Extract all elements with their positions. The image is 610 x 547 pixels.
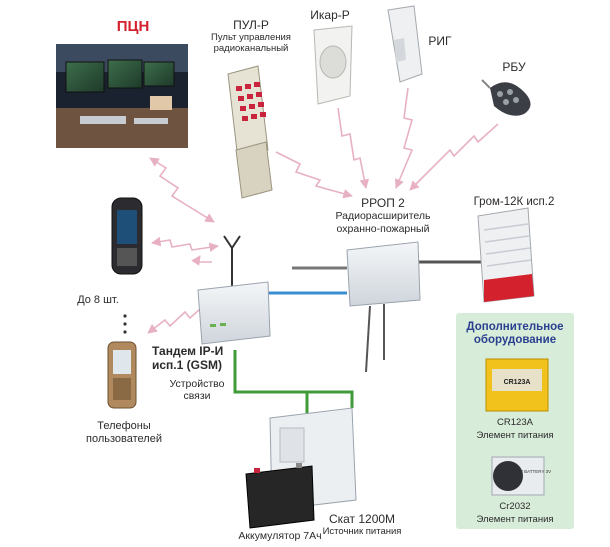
rbu-label: РБУ (502, 60, 526, 74)
battery-label: Аккумулятор 7Ач (238, 530, 322, 542)
battery-image (245, 463, 315, 529)
radio-pcn-antenna (149, 157, 215, 223)
antenna-icon (223, 235, 241, 286)
tandem-device-image (197, 281, 271, 345)
mobile-phone-2-image (107, 341, 137, 409)
radio-ikar-rrop (337, 107, 370, 189)
pul-r-keypad-image (227, 65, 273, 199)
rrop2-desc: Радиорасширитель охранно-пожарный (335, 210, 431, 235)
rrop2-label-block: РРОП 2 Радиорасширитель охранно-пожарный (318, 196, 448, 235)
radio-pul-rrop (275, 151, 353, 199)
cr2032-battery-image: LITHIUM BATTERY 3V (491, 456, 551, 496)
mobile-phone-image (111, 197, 143, 275)
pcn-label: ПЦН (116, 18, 150, 35)
cr123a-battery-image: CR123A (485, 358, 549, 412)
rrop2-title: РРОП 2 (361, 196, 405, 210)
cr2032-desc: Элемент питания (476, 514, 554, 525)
skat-desc: Источник питания (322, 526, 402, 538)
radio-rbu-rrop (409, 123, 499, 191)
extra-equipment-panel: Дополнительное оборудование CR123A LITHI… (456, 313, 574, 529)
skat-label-block: Скат 1200М Источник питания (312, 512, 412, 537)
rbu-keyfob-image (481, 79, 531, 116)
rrop2-device-image (346, 241, 421, 373)
phones-count-label: До 8 шт. (77, 294, 119, 306)
cr123a-print: CR123A (504, 379, 531, 386)
pul-r-label-block: ПУЛ-Р Пульт управления радиоканальный (196, 18, 306, 55)
skat-title: Скат 1200М (328, 512, 396, 526)
wire-power-green (233, 350, 354, 408)
dots (123, 314, 127, 334)
cr123a-name: CR123A (497, 417, 533, 428)
radio-links (147, 87, 499, 334)
extra-equipment-title: Дополнительное оборудование (466, 321, 564, 347)
grom-label: Гром-12К исп.2 (473, 196, 555, 208)
cr123a-desc: Элемент питания (476, 430, 554, 441)
rig-sensor-image (387, 5, 423, 83)
ikar-r-detector-image (313, 25, 353, 105)
pcn-workstation-image (56, 44, 188, 148)
pul-r-desc: Пульт управления радиоканальный (211, 32, 291, 55)
grom-siren-image (477, 207, 535, 303)
tandem-title: Тандем IP-И исп.1 (GSM) (152, 344, 224, 373)
pul-r-title: ПУЛ-Р (233, 18, 269, 32)
extra-equipment-art: CR123A LITHIUM BATTERY 3V (485, 358, 551, 496)
rig-label: РИГ (428, 34, 452, 48)
cr2032-name: Cr2032 (499, 501, 531, 512)
radio-antenna-right (191, 255, 212, 266)
wired-links (233, 260, 481, 420)
radio-phone-antenna (151, 236, 219, 253)
radio-phone2-antenna (147, 293, 218, 334)
radio-rig-rrop (394, 87, 414, 189)
cr2032-print: LITHIUM BATTERY 3V (505, 469, 551, 474)
ikar-r-label: Икар-Р (310, 8, 350, 22)
phones-label: Телефоны пользователей (86, 420, 162, 445)
tandem-desc: Устройство связи (169, 378, 225, 403)
